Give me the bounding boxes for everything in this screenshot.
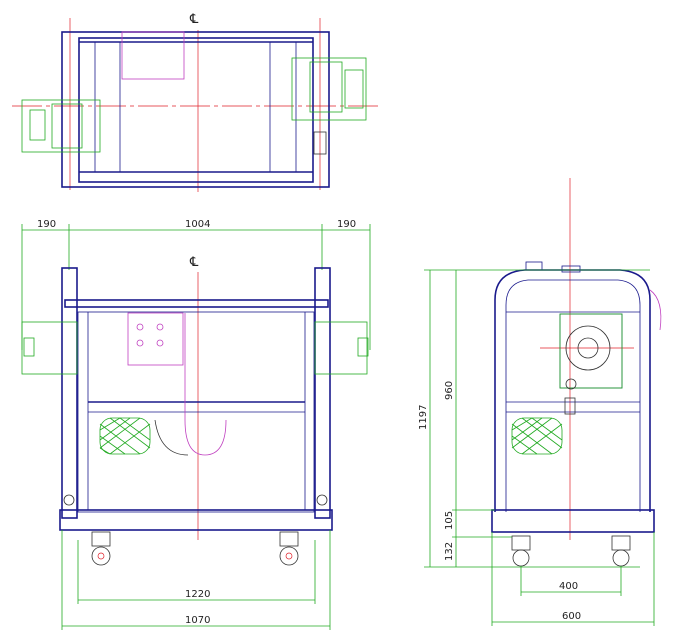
front-caster-left-hub — [97, 552, 105, 560]
top-left-motor-body — [51, 103, 83, 149]
front-right-post — [314, 267, 331, 519]
top-junction-box — [313, 131, 327, 155]
front-left-motor-cap — [23, 337, 35, 357]
side-caster-right-wheel — [612, 549, 630, 567]
top-left-motor-endcap — [29, 109, 46, 141]
front-caster-left-wheel — [91, 546, 111, 566]
side-body-outer — [494, 269, 651, 512]
side-motor-hub — [577, 337, 599, 359]
dim-wheelbase-front: 1220 — [185, 589, 210, 600]
front-control-panel — [127, 312, 184, 366]
front-right-motor-cap — [357, 337, 369, 357]
front-right-lug — [316, 494, 328, 506]
top-view: ℄ — [12, 12, 380, 192]
side-caster-right-fork — [611, 535, 631, 551]
side-hose-top — [649, 289, 662, 331]
front-grille-mesh — [99, 417, 151, 455]
side-caster-left-wheel — [512, 549, 530, 567]
dim-overall-side: 600 — [562, 611, 581, 622]
side-bracket — [564, 397, 576, 415]
dim-overall-front: 1070 — [185, 615, 210, 626]
top-right-motor-endcap — [344, 69, 364, 109]
dim-front-left: 190 — [37, 219, 56, 230]
side-motor-frame — [559, 313, 623, 389]
dim-wheelbase-side: 400 — [559, 581, 578, 592]
side-body-inner — [505, 279, 641, 512]
side-grille — [511, 417, 563, 455]
side-top-nozzle-left — [525, 261, 543, 271]
side-motor-flange — [565, 325, 611, 371]
front-centerline-symbol: ℄ — [189, 255, 199, 270]
top-control-panel — [121, 31, 185, 80]
top-inner-frame — [78, 37, 314, 183]
panel-knob-3 — [136, 339, 144, 347]
front-body — [77, 311, 315, 513]
front-base — [59, 509, 333, 531]
top-centerline-symbol: ℄ — [189, 12, 199, 27]
side-motor-face — [559, 313, 623, 389]
top-right-motor-body — [309, 61, 343, 113]
dim-front-center: 1004 — [185, 219, 210, 230]
side-grille-mesh — [511, 417, 563, 455]
dim-height-overall: 1197 — [418, 405, 429, 430]
dim-height-base: 105 — [444, 511, 455, 530]
front-right-motor — [314, 321, 368, 375]
panel-knob-1 — [136, 323, 144, 331]
front-hose — [184, 313, 227, 456]
side-view: 1197 960 105 132 400 600 — [418, 178, 662, 626]
front-grille — [99, 417, 151, 455]
front-caster-right-hub — [285, 552, 293, 560]
panel-knob-4 — [156, 339, 164, 347]
front-left-post — [61, 267, 78, 519]
side-top-nozzle-right — [561, 265, 581, 273]
top-right-motor-outline — [291, 57, 367, 121]
dim-height-wheel: 132 — [444, 542, 455, 561]
side-caster-left-fork — [511, 535, 531, 551]
front-left-motor — [21, 321, 78, 375]
top-outer-frame — [61, 31, 330, 188]
front-caster-left-fork — [91, 531, 111, 547]
panel-knob-2 — [156, 323, 164, 331]
dim-height-body: 960 — [444, 381, 455, 400]
front-left-lug — [63, 494, 75, 506]
side-lug — [565, 378, 577, 390]
front-view: 190 1004 190 ℄ — [21, 219, 371, 630]
front-caster-right-fork — [279, 531, 299, 547]
front-top-beam — [64, 299, 329, 308]
top-left-motor-outline — [21, 99, 101, 153]
side-base — [491, 509, 655, 533]
dim-front-right: 190 — [337, 219, 356, 230]
front-caster-right-wheel — [279, 546, 299, 566]
front-hose-guide — [154, 419, 189, 456]
